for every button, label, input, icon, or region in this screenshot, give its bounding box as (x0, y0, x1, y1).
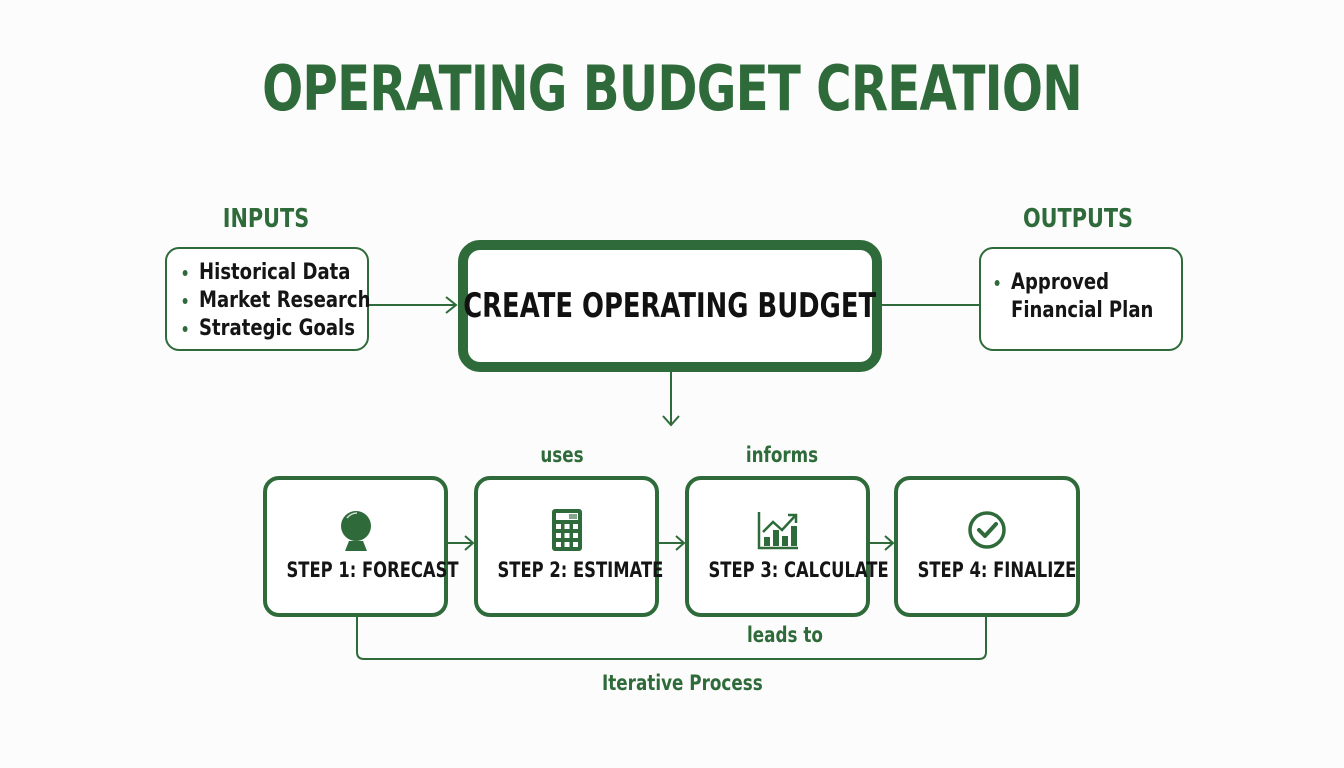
crystal-ball-icon (340, 511, 371, 551)
step-3-box: STEP 3: CALCULATE (685, 476, 889, 617)
output-item: Approved Financial Plan (993, 269, 1153, 325)
calculator-icon (551, 509, 582, 551)
main-process-label: CREATE OPERATING BUDGET (463, 286, 877, 326)
step-1-label: STEP 1: FORECAST (286, 558, 459, 582)
inputs-heading: INPUTS (222, 204, 310, 234)
step-2-label: STEP 2: ESTIMATE (497, 558, 664, 582)
input-item: Strategic Goals (181, 315, 355, 343)
connector-label-uses: uses (540, 443, 584, 467)
outputs-box: Approved Financial Plan (979, 247, 1183, 351)
connector-label-leads-to: leads to (747, 623, 823, 647)
step-4-box: STEP 4: FINALIZE (894, 476, 1080, 617)
outputs-list: Approved Financial Plan (993, 269, 1181, 325)
diagram-title: OPERATING BUDGET CREATION (262, 52, 1083, 125)
connector-label-informs: informs (745, 443, 819, 467)
step-1-box: STEP 1: FORECAST (263, 476, 459, 617)
step-3-label: STEP 3: CALCULATE (708, 558, 889, 582)
step-4-label: STEP 4: FINALIZE (917, 558, 1077, 582)
main-process-box: CREATE OPERATING BUDGET (458, 240, 882, 372)
outputs-heading: OUTPUTS (1022, 204, 1134, 234)
check-circle-icon (968, 511, 1006, 549)
inputs-box: Historical Data Market Research Strategi… (165, 247, 370, 351)
inputs-list: Historical Data Market Research Strategi… (181, 259, 370, 343)
iterative-loop-line (356, 617, 987, 660)
arrow-head-down (662, 415, 680, 427)
arrow-head-inputs (445, 296, 458, 314)
input-item: Market Research (181, 287, 370, 315)
loop-label: Iterative Process (602, 671, 763, 695)
input-item: Historical Data (181, 259, 350, 287)
step-2-box: STEP 2: ESTIMATE (474, 476, 664, 617)
growth-chart-icon (757, 512, 798, 550)
